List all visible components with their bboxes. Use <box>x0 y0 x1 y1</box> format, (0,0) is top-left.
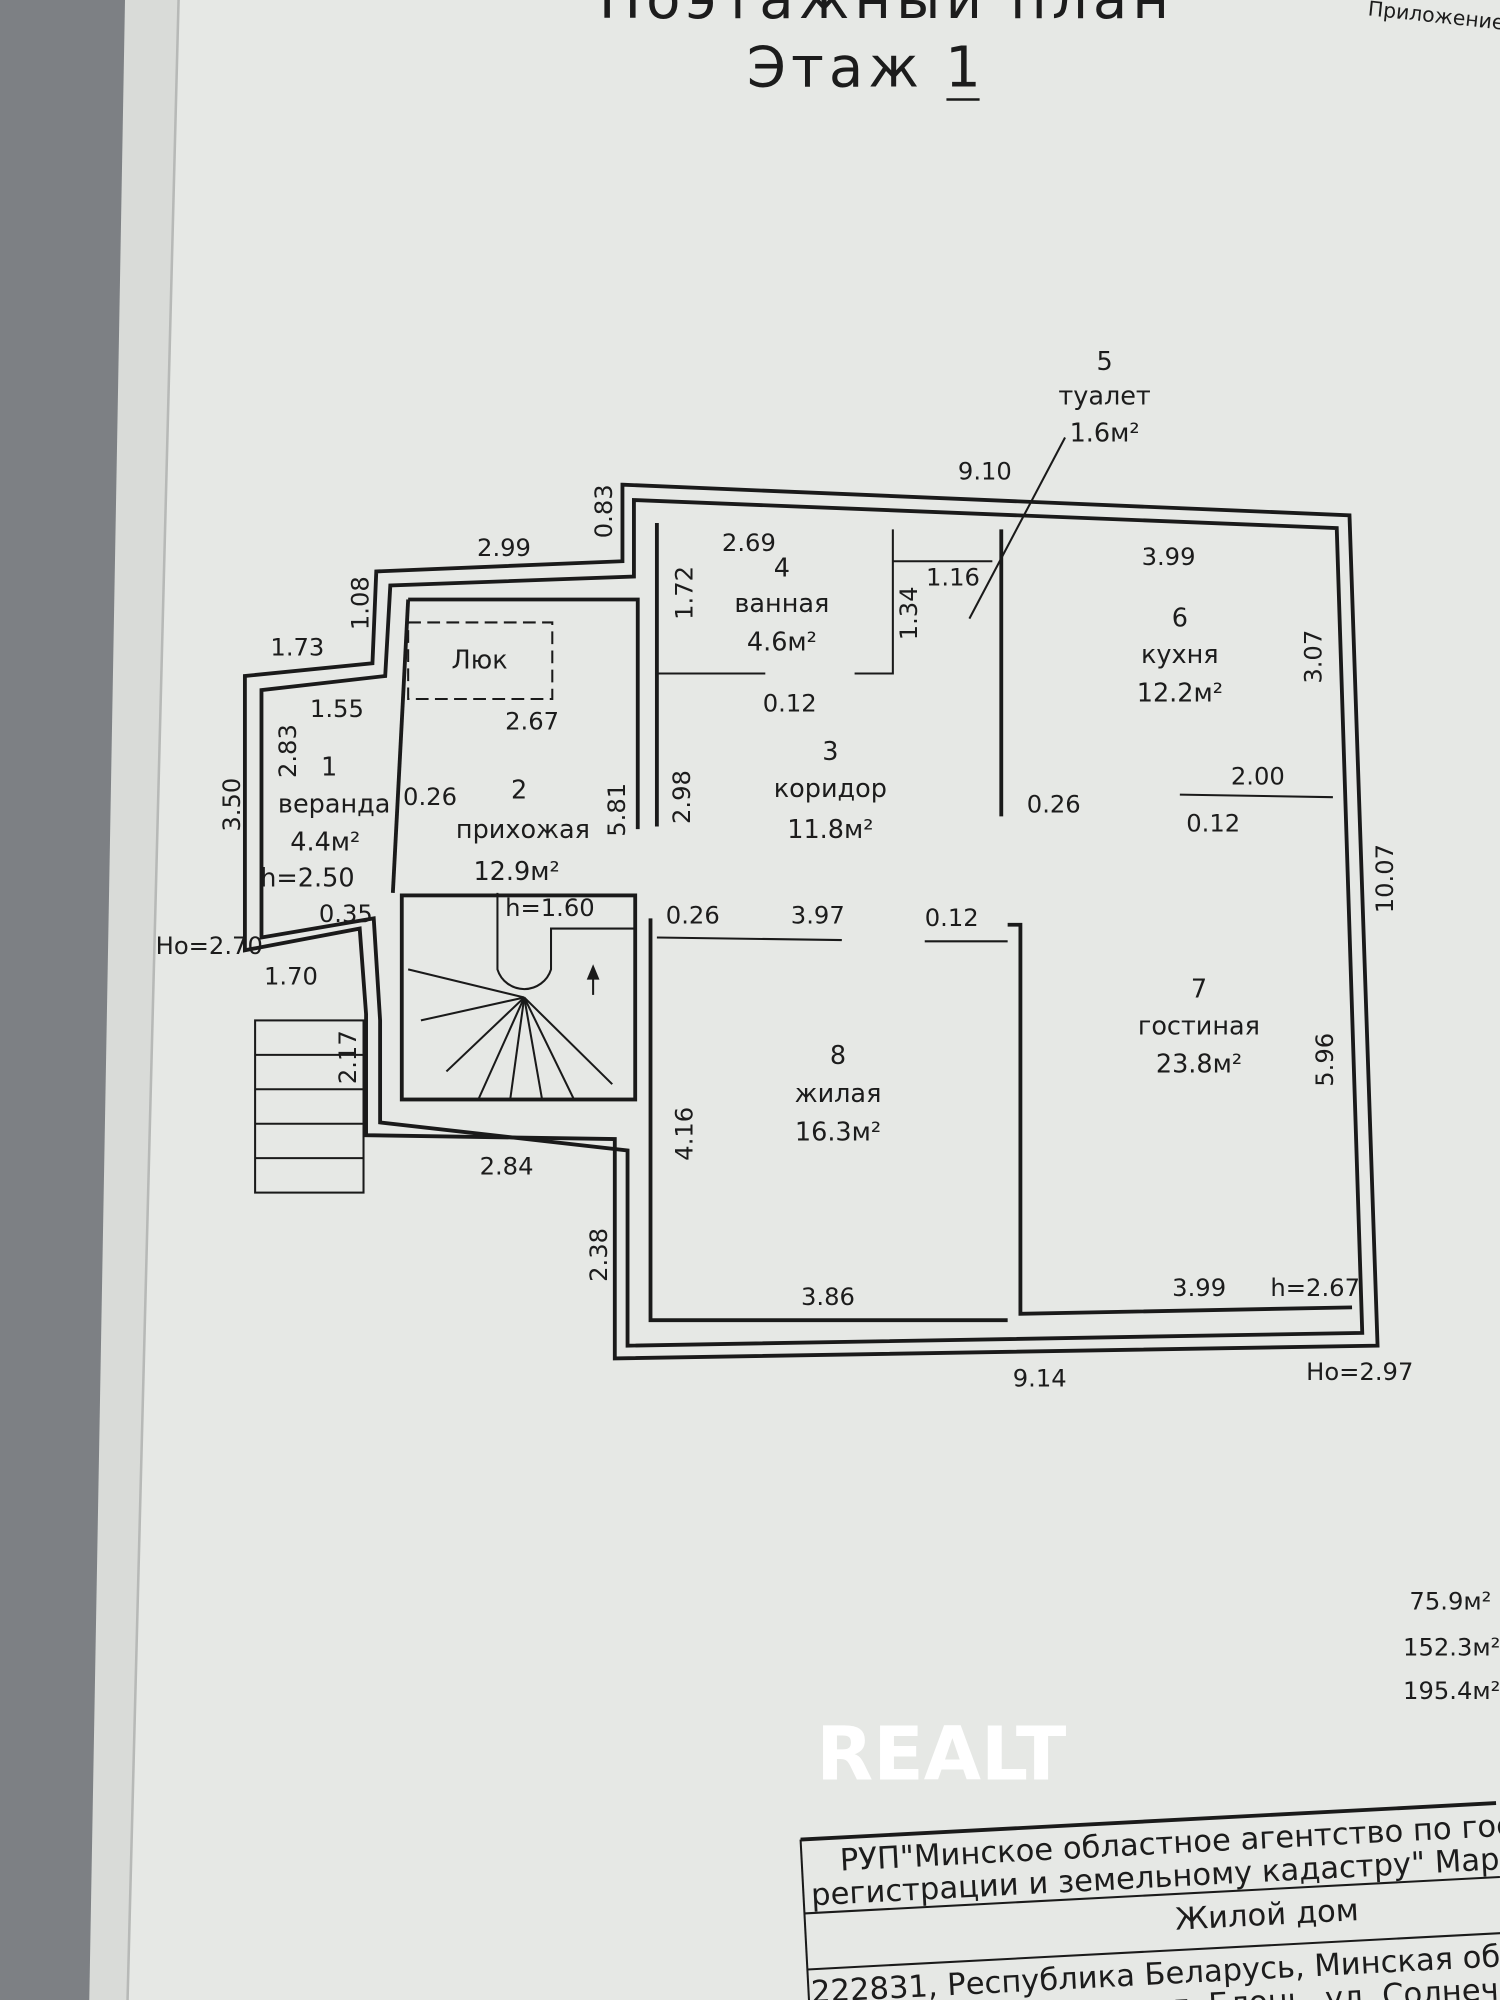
dimension-label: 0.35 <box>319 900 373 928</box>
room-3: 3 коридор 11.8м² <box>774 737 887 845</box>
dimension-label: 9.10 <box>958 458 1012 486</box>
dimension-label: 0.26 <box>1027 791 1081 819</box>
room-number: 7 <box>1191 974 1207 1004</box>
room-name: веранда <box>278 789 390 819</box>
dimension-label: 0.26 <box>403 783 457 811</box>
dimension-label: 2.67 <box>505 708 559 736</box>
dimension-label: 2.69 <box>722 529 776 557</box>
room-number: 6 <box>1172 603 1188 633</box>
room-number: 5 <box>1096 347 1112 377</box>
dimension-label: 1.16 <box>926 563 980 591</box>
dimension-label: 2.00 <box>1231 762 1285 790</box>
floor-number: 1 <box>945 36 986 101</box>
interior-walls <box>390 437 1353 1323</box>
stair-height: h=1.60 <box>505 894 595 922</box>
room-name: ванная <box>734 589 829 619</box>
toilet-leader-line <box>968 437 1066 620</box>
exterior-walls <box>242 482 1380 1361</box>
dimension-label: 0.12 <box>1186 810 1240 838</box>
room-name: гостиная <box>1138 1011 1260 1041</box>
room-2: 2 прихожая 12.9м² <box>456 775 590 887</box>
ground-level-right: Hо=2.97 <box>1306 1358 1413 1386</box>
dimensions: 9.10 2.99 0.83 2.69 1.72 1.16 1.34 3.99 … <box>218 458 1399 1393</box>
room-number: 2 <box>511 775 527 805</box>
dimension-label: 3.99 <box>1142 543 1196 571</box>
dimension-label: 2.83 <box>274 724 302 778</box>
floor-label: Этаж <box>747 36 924 101</box>
plan-title: Поэтажный план <box>599 0 1174 32</box>
room-name: кухня <box>1141 640 1219 670</box>
dimension-label: 3.97 <box>791 901 845 929</box>
room-number: 8 <box>830 1041 846 1071</box>
room-number: 4 <box>774 554 790 584</box>
room-height: h=2.50 <box>260 863 354 893</box>
hatch-label: Люк <box>452 645 508 675</box>
paper-edge <box>126 0 180 2000</box>
total-area: 195.4м² <box>1403 1677 1500 1705</box>
dimension-label: 0.83 <box>590 484 618 538</box>
room-name: жилая <box>795 1079 882 1109</box>
room-7: 7 гостиная 23.8м² <box>1138 974 1260 1079</box>
paper <box>127 0 1500 2000</box>
room-area: 4.4м² <box>290 828 360 858</box>
dimension-label: 2.99 <box>477 534 531 562</box>
dimension-label: 2.17 <box>334 1030 362 1084</box>
area-totals: 75.9м² 152.3м² 195.4м² <box>1403 1588 1500 1705</box>
room-5: 5 туалет 1.6м² <box>1058 347 1151 448</box>
room-area: 12.9м² <box>473 857 559 887</box>
room-area: 11.8м² <box>787 815 873 845</box>
room-8: 8 жилая 16.3м² <box>795 1041 882 1148</box>
dimension-label: 2.84 <box>480 1153 534 1181</box>
entrance-steps <box>254 1019 365 1194</box>
dimension-label: 1.70 <box>264 963 318 991</box>
room-area: 23.8м² <box>1156 1050 1242 1080</box>
dimension-label: 3.86 <box>801 1283 855 1311</box>
room-name: туалет <box>1058 381 1151 411</box>
dimension-label: 2.38 <box>585 1228 613 1282</box>
dimension-label: 1.34 <box>895 586 923 640</box>
dimension-label: 4.16 <box>671 1107 699 1161</box>
dimension-label: 2.98 <box>668 770 696 824</box>
dimension-label: 3.99 <box>1172 1274 1226 1302</box>
hatch-outline <box>407 621 554 700</box>
dimension-label: 5.81 <box>603 783 631 837</box>
dimension-label: 5.96 <box>1311 1033 1339 1087</box>
staircase <box>254 892 638 1194</box>
total-area: 152.3м² <box>1403 1634 1500 1662</box>
room-area: 16.3м² <box>795 1117 881 1147</box>
room-number: 3 <box>822 737 838 767</box>
room-1: 1 веранда 4.4м² h=2.50 <box>260 753 390 894</box>
dimension-label: 9.14 <box>1013 1364 1067 1392</box>
room-area: 12.2м² <box>1137 679 1223 709</box>
ground-level-left: Hо=2.70 <box>156 932 263 960</box>
dimension-label: 1.55 <box>310 695 364 723</box>
dimension-label: 10.07 <box>1371 844 1399 913</box>
total-area: 75.9м² <box>1409 1588 1491 1616</box>
dimension-label: 3.07 <box>1299 630 1327 684</box>
room-6: 6 кухня 12.2м² <box>1137 603 1223 708</box>
dimension-label: 3.50 <box>218 778 246 832</box>
room-4: 4 ванная 4.6м² <box>734 554 829 658</box>
room-height-label: h=2.67 <box>1270 1274 1360 1302</box>
stair-direction-arrow-icon <box>586 964 600 980</box>
room-area: 1.6м² <box>1070 418 1140 448</box>
room-name: коридор <box>774 774 887 804</box>
dimension-label: 0.12 <box>925 904 979 932</box>
dimension-label: 1.08 <box>347 576 375 630</box>
dimension-label: 0.12 <box>763 690 817 718</box>
room-number: 1 <box>321 753 337 783</box>
dimension-label: 0.26 <box>666 901 720 929</box>
dimension-label: 1.72 <box>671 566 699 620</box>
room-area: 4.6м² <box>747 628 817 658</box>
watermark: REALT <box>816 1711 1067 1797</box>
room-name: прихожая <box>456 815 590 845</box>
dimension-label: 1.73 <box>270 634 324 662</box>
